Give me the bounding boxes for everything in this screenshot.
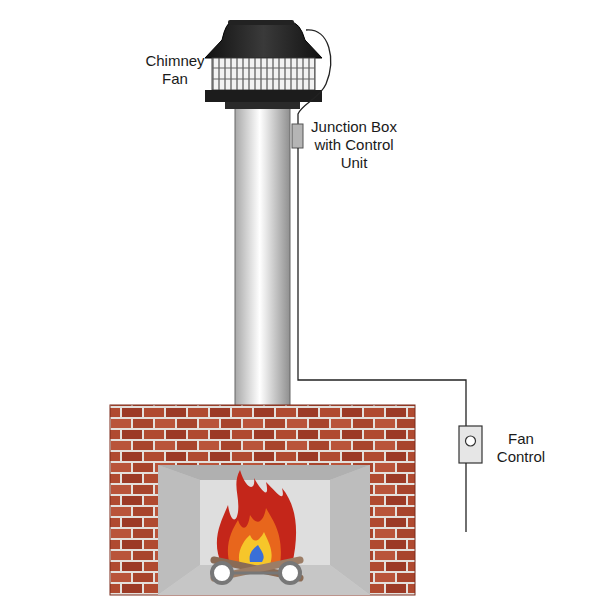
fan-label: Chimney Fan bbox=[135, 52, 215, 88]
control-label: Fan Control bbox=[488, 430, 554, 466]
junction-box-label: Junction Box with Control Unit bbox=[306, 118, 402, 172]
